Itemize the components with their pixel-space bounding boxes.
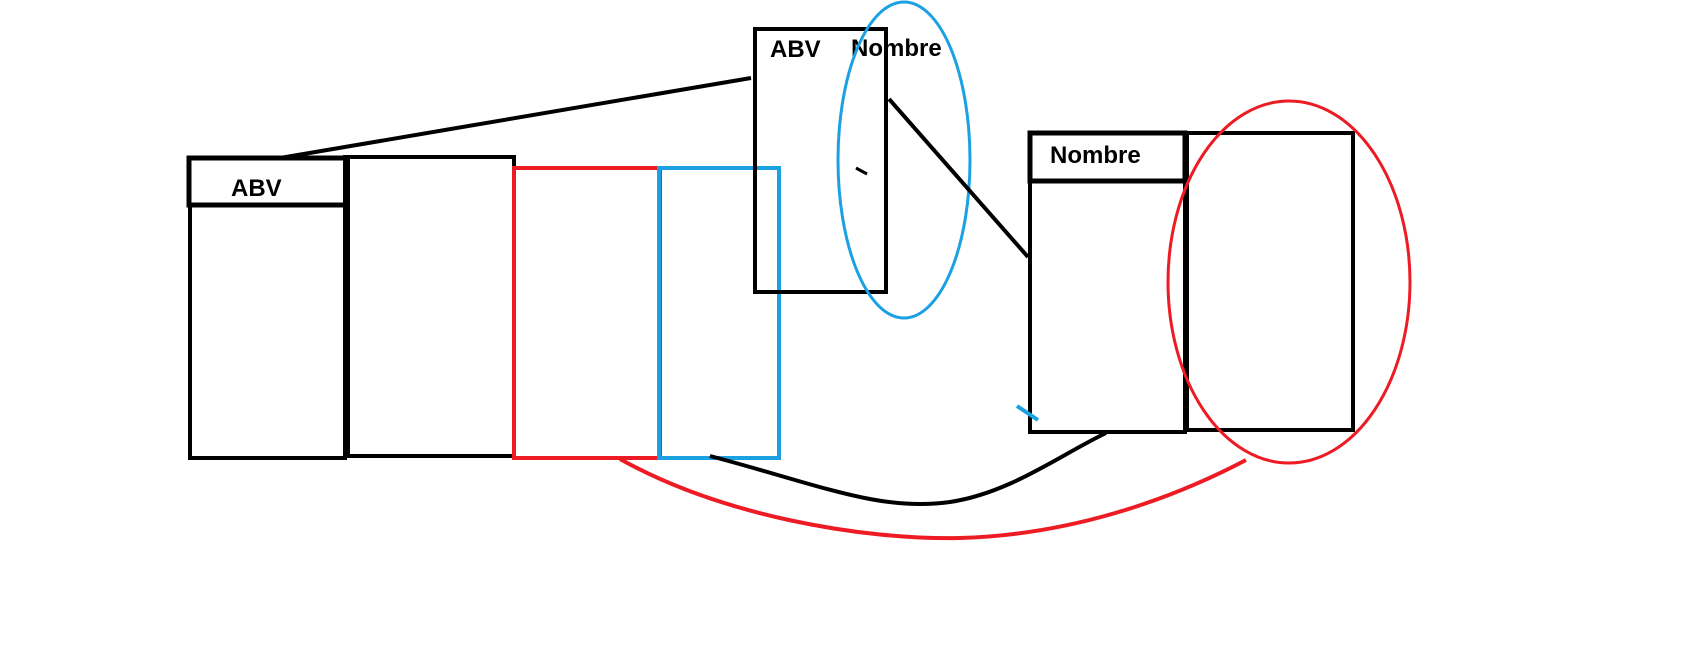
top-box-tick bbox=[855, 166, 868, 176]
left-table-header-label: ABV bbox=[231, 175, 282, 202]
right-table-header-label: Nombre bbox=[1050, 142, 1141, 169]
top-lookup-box bbox=[753, 27, 888, 294]
connector-top-to-right bbox=[887, 97, 1030, 259]
right-table-blue-tick bbox=[1015, 404, 1040, 422]
red-highlight-ellipse bbox=[1166, 99, 1412, 465]
connector-left-to-top bbox=[279, 76, 752, 160]
blue-highlight-ellipse bbox=[836, 0, 972, 320]
top-box-col1-label: ABV bbox=[770, 36, 821, 63]
connector-blue-column-to-right-table bbox=[709, 431, 1107, 507]
connector-red-column-to-red-ellipse bbox=[619, 457, 1247, 541]
top-box-col2-label: Nombre bbox=[851, 35, 942, 62]
